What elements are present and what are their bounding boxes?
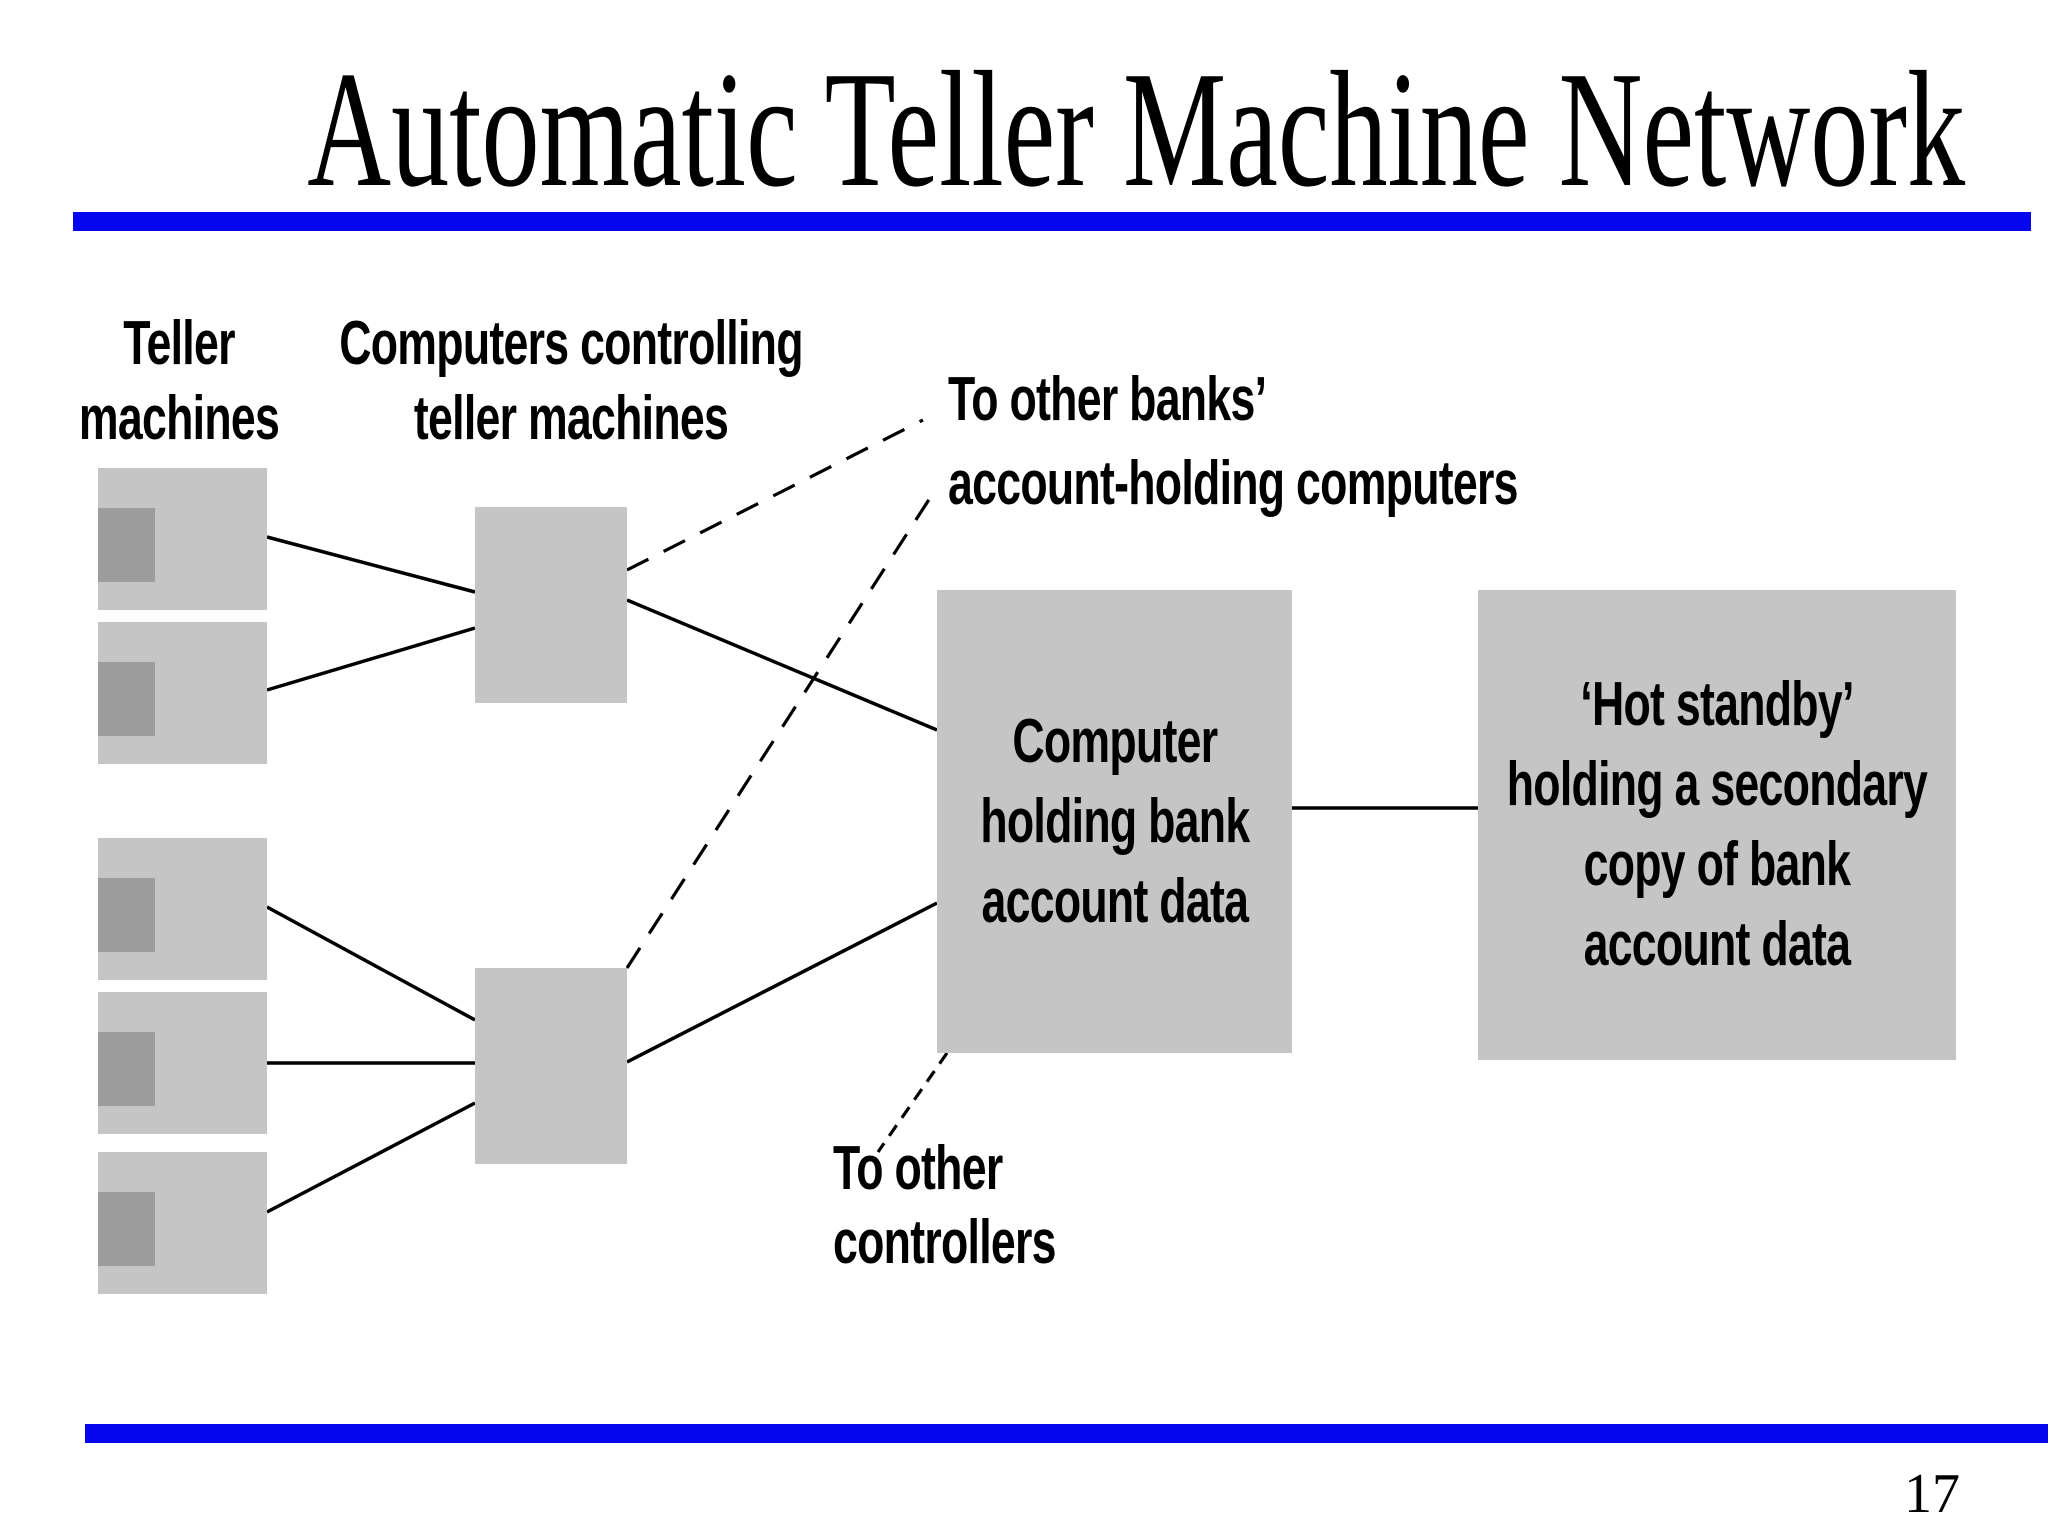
connector-teller1-controller1 (266, 535, 476, 594)
connector-teller3-controller2 (266, 905, 476, 1022)
teller-machine-box-5 (98, 1152, 267, 1294)
connector-computer-other-controllers-dashed (876, 1052, 949, 1153)
teller-machine-slot-icon (98, 1032, 155, 1106)
bank-computer-node: Computer holding bank account data (937, 590, 1292, 1053)
connector-teller2-controller1 (266, 626, 476, 692)
other-controllers-note: To other controllers (833, 1134, 1057, 1277)
slide-title: Automatic Teller Machine Network (307, 37, 1966, 221)
teller-machine-box-2 (98, 622, 267, 764)
teller-machine-box-4 (98, 992, 267, 1134)
teller-machine-slot-icon (98, 508, 155, 582)
controller-box-1 (475, 507, 627, 703)
connector-teller5-controller2 (266, 1101, 476, 1214)
hot-standby-label: ‘Hot standby’ holding a secondary copy o… (1506, 670, 1928, 979)
connector-controller2-other-banks-dashed (625, 497, 932, 969)
other-banks-note: To other banks’ account-holding computer… (948, 365, 1518, 518)
teller-machine-slot-icon (98, 662, 155, 736)
teller-machine-box-3 (98, 838, 267, 980)
controller-box-2 (475, 968, 627, 1164)
connector-controller2-computer (626, 901, 938, 1064)
teller-machine-box-1 (98, 468, 267, 610)
hot-standby-node: ‘Hot standby’ holding a secondary copy o… (1478, 590, 1956, 1060)
connector-controller1-computer (626, 598, 938, 732)
teller-machines-label: Teller machines (78, 309, 280, 453)
footer-bar (85, 1424, 2048, 1443)
connector-controller1-other-banks-dashed (626, 418, 924, 572)
bank-computer-label: Computer holding bank account data (979, 706, 1250, 936)
controllers-label: Computers controlling teller machines (339, 309, 803, 453)
teller-machine-slot-icon (98, 1192, 155, 1266)
title-underline-bar (73, 212, 2031, 231)
page-number: 17 (1904, 1463, 1960, 1525)
teller-machine-slot-icon (98, 878, 155, 952)
